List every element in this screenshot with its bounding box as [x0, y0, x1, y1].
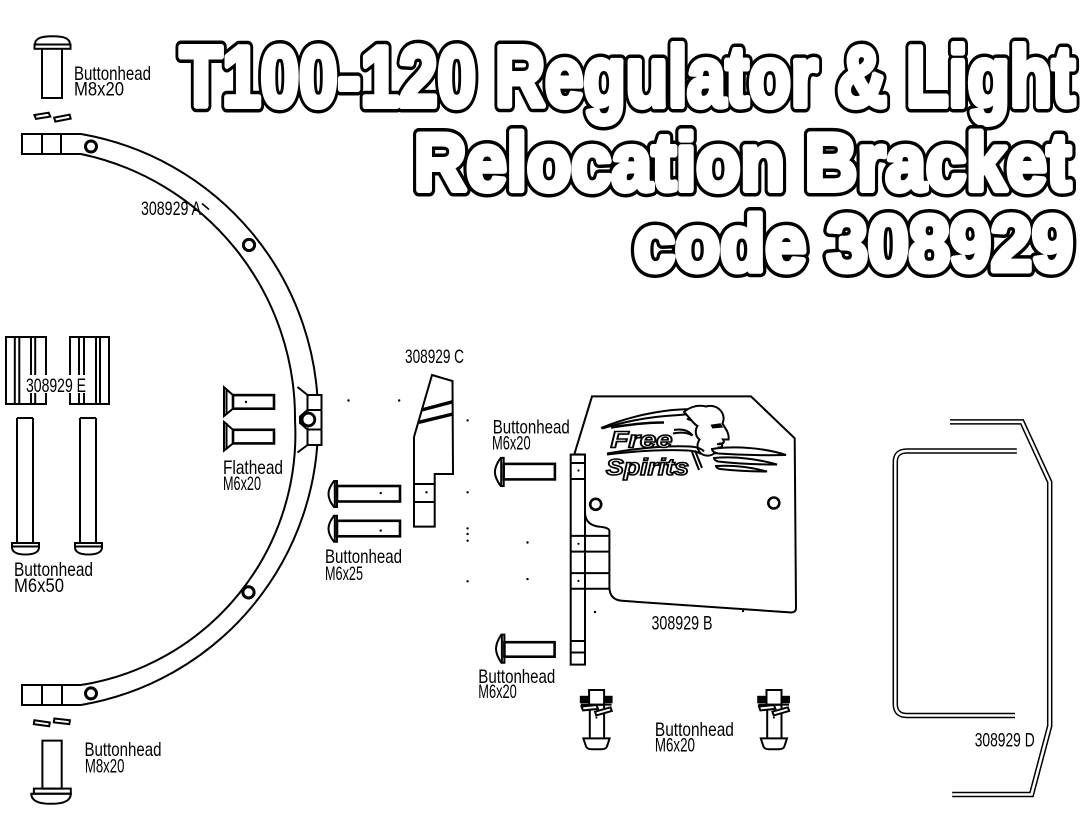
svg-text:M6x20: M6x20 [478, 681, 517, 703]
svg-text:Buttonhead: Buttonhead [325, 546, 402, 568]
svg-text:Buttonhead: Buttonhead [85, 739, 162, 761]
svg-text:M6x20: M6x20 [492, 433, 531, 455]
svg-text:M6x20: M6x20 [223, 473, 261, 495]
svg-text:Free: Free [611, 427, 673, 453]
svg-text:M6x50: M6x50 [14, 575, 64, 597]
svg-text:308929 E: 308929 E [26, 375, 86, 397]
svg-text:308929 C: 308929 C [405, 346, 464, 368]
svg-text:M8x20: M8x20 [74, 79, 124, 101]
svg-text:M8x20: M8x20 [85, 755, 125, 777]
svg-text:T100-120 Regulator & Light: T100-120 Regulator & Light [180, 30, 1075, 125]
svg-text:Relocation Bracket: Relocation Bracket [414, 118, 1071, 208]
svg-text:Buttonhead: Buttonhead [14, 559, 93, 581]
svg-text:308929 B: 308929 B [652, 613, 713, 635]
svg-text:Flathead: Flathead [223, 457, 283, 479]
svg-text:308929 A: 308929 A [141, 198, 201, 220]
svg-text:Buttonhead: Buttonhead [655, 719, 734, 741]
svg-text:code 308929: code 308929 [634, 199, 1073, 288]
svg-text:T100-120 Regulator & Light: T100-120 Regulator & Light [180, 30, 1075, 125]
svg-text:code 308929: code 308929 [634, 199, 1073, 288]
svg-text:Buttonhead: Buttonhead [74, 63, 151, 85]
svg-text:M6x20: M6x20 [655, 735, 695, 757]
svg-text:M6x25: M6x25 [325, 563, 363, 585]
svg-text:Relocation Bracket: Relocation Bracket [414, 118, 1071, 208]
svg-text:308929 D: 308929 D [975, 729, 1035, 751]
svg-text:Spirits: Spirits [606, 454, 689, 480]
svg-text:Buttonhead: Buttonhead [478, 666, 555, 688]
svg-text:Buttonhead: Buttonhead [493, 417, 570, 439]
